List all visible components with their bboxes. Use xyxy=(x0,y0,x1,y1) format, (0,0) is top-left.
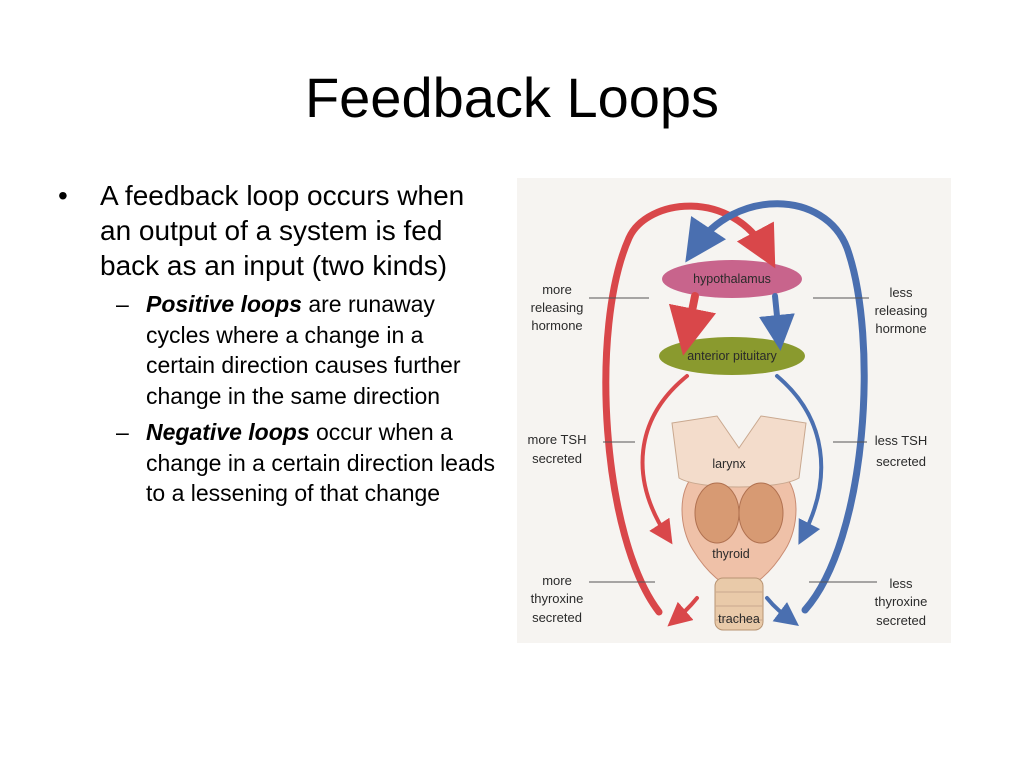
svg-text:releasing: releasing xyxy=(531,300,584,315)
thyroid-label: thyroid xyxy=(712,547,750,561)
svg-text:more: more xyxy=(542,282,572,297)
sub-bullet-term: Positive loops xyxy=(146,291,302,317)
red-arrow-to-thyroid xyxy=(640,374,689,545)
red-arrow-to-pituitary xyxy=(668,292,717,356)
left-label-thyroxine: more thyroxine secreted xyxy=(531,573,584,625)
svg-text:hormone: hormone xyxy=(531,318,582,333)
sub-bullet-list: – Positive loops are runaway cycles wher… xyxy=(58,289,498,509)
left-label-tsh: more TSH secreted xyxy=(528,432,587,466)
trachea-label: trachea xyxy=(718,612,760,626)
blue-thyroxine-arrow xyxy=(765,596,799,627)
left-label-releasing-hormone: more releasing hormone xyxy=(531,282,584,333)
thyroid-left-lobe xyxy=(694,482,740,544)
trachea-shape xyxy=(714,577,764,631)
svg-text:more TSH: more TSH xyxy=(528,432,587,447)
blue-arrow-to-pituitary xyxy=(758,293,795,351)
sub-bullet-text: are runaway cycles where a change in a c… xyxy=(146,291,461,409)
bullet-text: A feedback loop occurs when an output of… xyxy=(100,180,465,281)
sub-bullet-negative-loops: – Negative loops occur when a change in … xyxy=(58,417,498,509)
thyroid-right-lobe xyxy=(738,482,784,544)
red-thyroxine-arrow xyxy=(667,596,699,627)
bullet-list: • A feedback loop occurs when an output … xyxy=(58,178,498,515)
slide-title: Feedback Loops xyxy=(304,66,720,129)
anterior-pituitary-label: anterior pituitary xyxy=(687,349,777,363)
svg-text:secreted: secreted xyxy=(876,613,926,628)
svg-text:secreted: secreted xyxy=(532,451,582,466)
larynx-label: larynx xyxy=(712,457,746,471)
svg-text:thyroxine: thyroxine xyxy=(875,594,928,609)
thyroid-feedback-diagram: hypothalamus anterior pituitary larynx t… xyxy=(517,178,951,643)
hypothalamus-label: hypothalamus xyxy=(693,272,771,286)
red-outer-arrow xyxy=(602,202,776,616)
negative-pathway-arrows xyxy=(685,200,868,627)
bullet-marker: • xyxy=(58,180,68,211)
sub-bullet-positive-loops: – Positive loops are runaway cycles wher… xyxy=(58,289,498,411)
svg-text:less TSH: less TSH xyxy=(875,433,928,448)
svg-text:more: more xyxy=(542,573,572,588)
hypothalamus-ellipse xyxy=(662,260,802,298)
svg-text:releasing: releasing xyxy=(875,303,928,318)
sub-bullet-term: Negative loops xyxy=(146,419,310,445)
blue-outer-arrow xyxy=(685,200,868,614)
positive-pathway-arrows xyxy=(602,202,776,627)
svg-text:secreted: secreted xyxy=(532,610,582,625)
right-label-releasing-hormone: less releasing hormone xyxy=(875,285,928,336)
right-label-tsh: less TSH secreted xyxy=(875,433,928,469)
svg-text:hormone: hormone xyxy=(875,321,926,336)
svg-text:less: less xyxy=(889,285,913,300)
svg-text:secreted: secreted xyxy=(876,454,926,469)
thyroid-illustration xyxy=(671,415,807,631)
leader-lines xyxy=(589,297,877,583)
sub-bullet-marker: – xyxy=(116,419,129,445)
sub-bullet-marker: – xyxy=(116,291,129,317)
svg-text:thyroxine: thyroxine xyxy=(531,591,584,606)
sub-bullet-text: occur when a change in a certain directi… xyxy=(146,419,496,506)
bullet-item-feedback-loop: • A feedback loop occurs when an output … xyxy=(58,178,498,283)
svg-text:less: less xyxy=(889,576,913,591)
blue-arrow-to-thyroid xyxy=(775,374,824,545)
right-label-thyroxine: less thyroxine secreted xyxy=(875,576,928,628)
